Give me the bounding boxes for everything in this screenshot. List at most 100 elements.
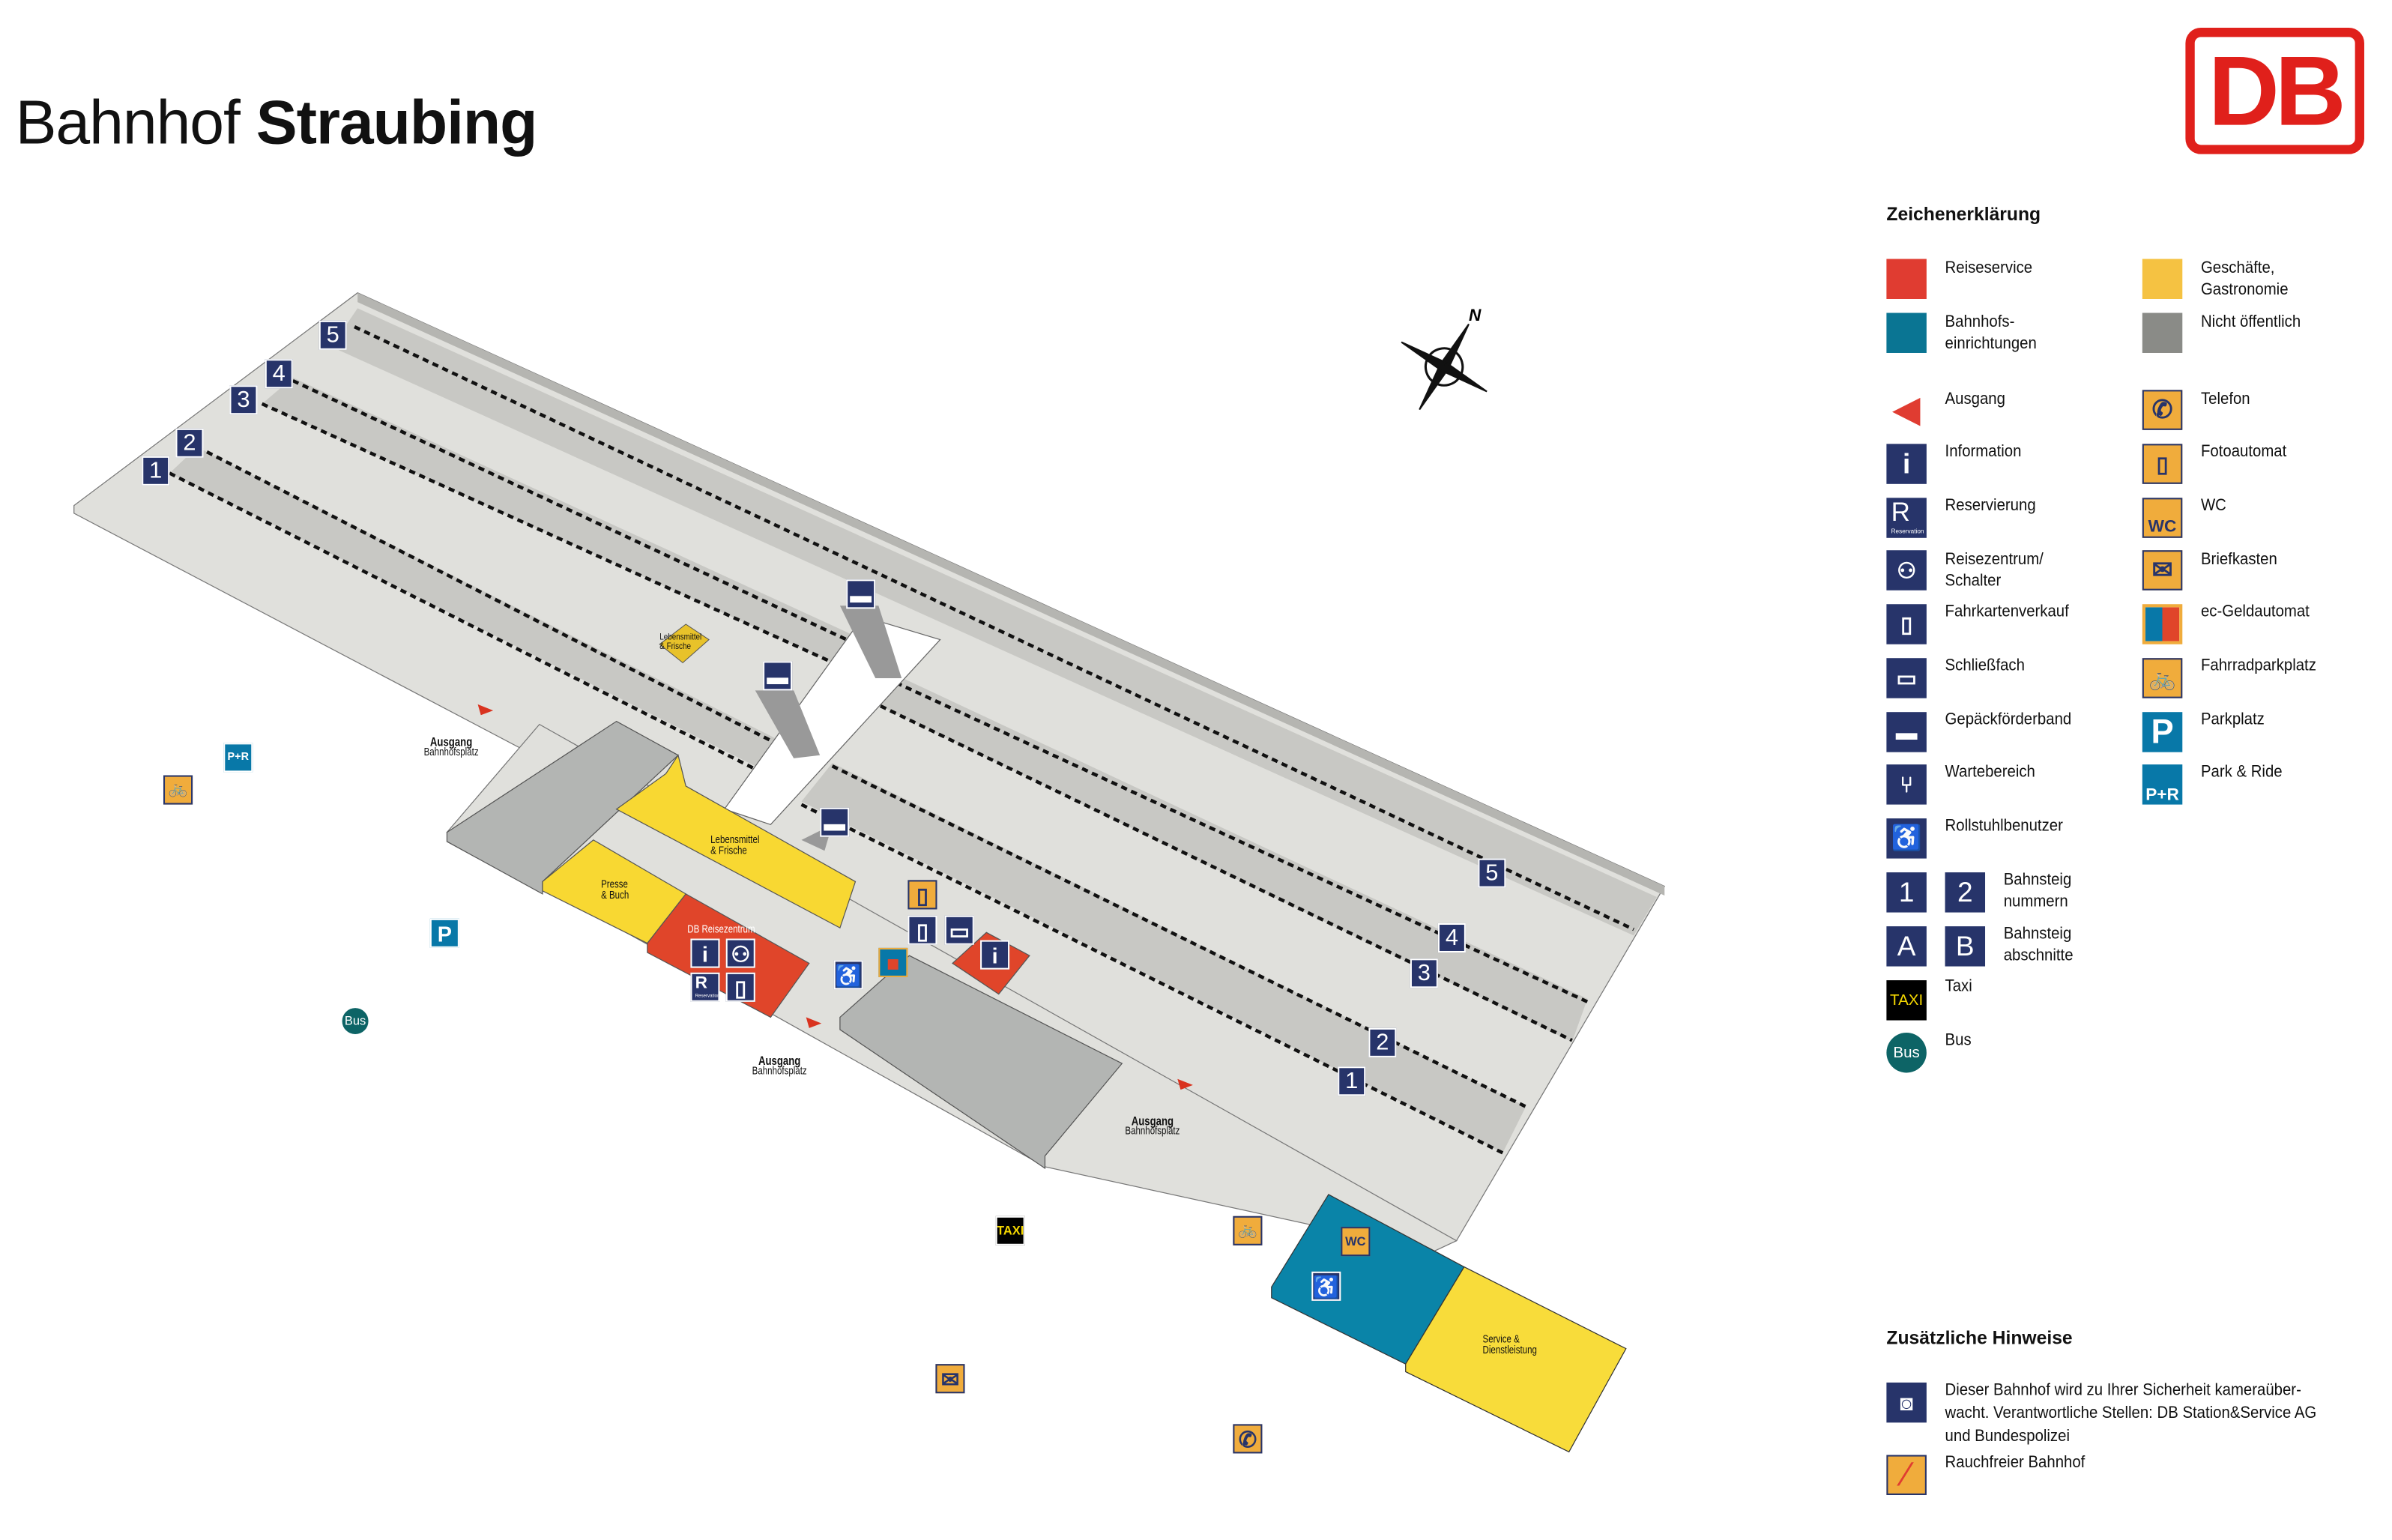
reservation-letter: R [1891,498,1910,528]
platform-number-icon: 2 [1945,872,1986,913]
taxi-icon: TAXI [995,1216,1025,1245]
exit-triangle-icon: ◀ [1893,390,1920,429]
cctv-icon: ◙ [1886,1382,1927,1423]
photo-booth-icon: ▯ [907,880,937,910]
shop-label: Lebensmittel & Frische [710,835,760,857]
bicycle-parking-icon: 🚲 [1233,1216,1263,1245]
exit-triangle [1177,1078,1193,1090]
track-beds [169,308,1657,1153]
platform-number-4: 4 [1437,923,1466,953]
information-icon: i [690,938,720,968]
parking-icon: P [2142,712,2183,752]
bus-stop-icon: Bus [340,1006,370,1036]
yellow-swatch [2142,259,2183,299]
platform-number-2: 2 [175,428,204,458]
rail-5 [354,324,1635,931]
luggage-conveyor-icon: ▬ [846,579,876,609]
legend-label: Nicht öffentlich [2200,312,2301,332]
legend-title: Zeichenerklärung [1886,203,2041,226]
parking-icon: P [429,918,459,948]
locker-icon: ▭ [944,915,974,945]
mailbox-icon: ✉ [2142,550,2183,591]
legend-label: Fahrkartenverkauf [1945,603,2069,621]
travel-center-icon: ⚇ [725,938,755,968]
legend-label: Schließfach [1945,656,2025,675]
rail-4 [292,378,864,649]
db-logo: DB [2185,28,2364,154]
no-smoking-note: Rauchfreier Bahnhof [1945,1453,2086,1473]
building-service [1405,1266,1627,1453]
legend-label: Bahnhofs- einrichtungen [1945,312,2037,353]
rail-1-east [800,803,1504,1155]
legend-label: Fotoautomat [2200,442,2287,461]
rail-1 [169,471,759,773]
platform-number-5: 5 [1478,858,1506,888]
red-swatch [1886,259,1927,299]
legend-label: Reisezentrum/ Schalter [1945,550,2044,591]
taxi-icon: TAXI [1886,980,1927,1021]
service-label: Service & Dienstleistung [1482,1335,1537,1356]
park-and-ride-icon: P+R [2142,764,2183,805]
bicycle-parking-icon: 🚲 [2142,658,2183,698]
legend-label: Bahnsteig abschnitte [2003,925,2074,965]
bicycle-parking-icon: 🚲 [163,775,193,805]
legend-label: Park & Ride [2200,763,2283,782]
bus-icon: Bus [1886,1032,1927,1073]
rail-3-east [870,699,1573,1042]
track-bed-1-2-east [801,763,1526,1153]
park-and-ride-icon: P+R [223,743,253,773]
luggage-conveyor-icon: ▬ [820,807,850,837]
luggage-conveyor-icon: ▬ [763,661,793,691]
legend-label: Gepäckförderband [1945,710,2072,729]
photo-booth-icon: ▯ [2142,444,2183,484]
legend-label: Bus [1945,1030,1972,1050]
legend-label: Geschäfte, Gastronomie [2200,259,2289,299]
platform-number-1: 1 [142,456,170,486]
legend-label: Wartebereich [1945,763,2035,782]
legend-label: Parkplatz [2200,710,2265,729]
cctv-note: Dieser Bahnhof wird zu Ihrer Sicherheit … [1945,1380,2317,1446]
platform-number-4: 4 [265,359,293,389]
telephone-icon: ✆ [2142,390,2183,430]
ec-atm-icon: ■ [878,947,908,977]
waiting-area-icon: ⑂ [1886,764,1927,805]
rail-3 [261,402,841,668]
ticket-machine-icon: ▯ [907,915,937,945]
station-name: Straubing [256,89,538,157]
rails [169,324,1635,1155]
notes-title: Zusätzliche Hinweise [1886,1326,2073,1349]
ticket-machine-icon: ▯ [725,972,755,1002]
platform-number-5: 5 [318,320,347,350]
information-icon: i [980,940,1010,970]
shop-lebensmittel [615,754,857,929]
legend-label: Fahrradparkplatz [2200,656,2316,675]
compass-north-label: N [1469,306,1482,324]
rail-2 [196,445,779,746]
building-non-public-east [839,955,1123,1170]
shop-label: Presse & Buch [601,880,629,902]
no-smoking-icon: ⁄ [1886,1455,1927,1495]
track-bed-3-4-east [871,670,1588,1042]
shop-lebensmittel-platform [659,623,710,664]
mailbox-icon: ✉ [935,1364,965,1394]
page-title: Bahnhof Straubing [16,89,538,159]
legend-label: WC [2200,496,2226,515]
platform-number-3: 3 [1410,958,1438,988]
waiting-area-icon: ♿ [833,960,863,990]
wheelchair-icon: ♿ [1886,818,1927,859]
gray-swatch [2142,312,2183,353]
legend-label: Rollstuhlbenutzer [1945,817,2063,836]
track-bed-5 [331,308,1657,936]
shop-label: Lebensmittel & Frische [659,633,702,652]
legend-label: Taxi [1945,976,1972,996]
platform-section-icon: A [1886,926,1927,967]
legend-label: Reiseservice [1945,259,2033,278]
reservation-letter: R [695,973,707,993]
stair [755,690,821,758]
reservation-caption: Reservation [695,992,720,999]
wheelchair-icon: ♿ [1311,1271,1341,1301]
